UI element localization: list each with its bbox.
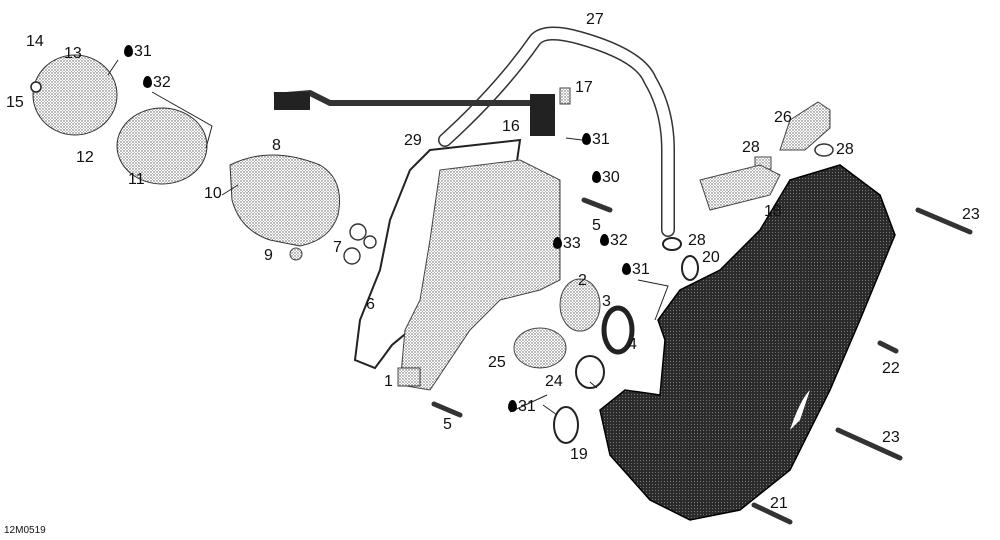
- lubricant-code: 32: [153, 74, 171, 91]
- callout-5a: 5: [443, 416, 452, 433]
- callout-4: 4: [628, 336, 637, 353]
- callout-15: 15: [6, 94, 24, 111]
- drop-icon: [143, 76, 152, 88]
- drawing-code: 12M0519: [4, 525, 46, 536]
- callout-27: 27: [586, 11, 604, 28]
- drop-icon: [124, 45, 133, 57]
- drop-icon: [600, 234, 609, 246]
- callout-10: 10: [204, 185, 222, 202]
- callout-11: 11: [128, 171, 145, 188]
- lubricant-code: 31: [632, 261, 650, 278]
- callout-29: 29: [404, 132, 422, 149]
- lubricant-marker-32: 32: [143, 75, 171, 91]
- lubricant-marker-30: 30: [592, 170, 620, 186]
- callout-13: 13: [64, 45, 82, 62]
- callout-1: 1: [384, 373, 393, 390]
- drop-icon: [622, 263, 631, 275]
- lubricant-marker-31: 31: [622, 262, 650, 278]
- callout-28a: 28: [742, 139, 760, 156]
- lubricant-marker-31: 31: [124, 44, 152, 60]
- part-13-cover: [30, 54, 118, 136]
- lubricant-marker-31: 31: [582, 132, 610, 148]
- callout-8: 8: [272, 137, 281, 154]
- lubricant-code: 31: [592, 131, 610, 148]
- callout-28b: 28: [836, 141, 854, 158]
- callout-28c: 28: [688, 232, 706, 249]
- part-16-sensor: [273, 87, 571, 136]
- part-18-cover: [599, 164, 896, 521]
- callout-25: 25: [488, 354, 506, 371]
- part-27-hose: [438, 26, 675, 237]
- callout-5b: 5: [592, 217, 601, 234]
- callout-7: 7: [333, 239, 342, 256]
- drop-icon: [582, 133, 591, 145]
- part-bolts: [431, 197, 973, 525]
- leader-lines: [107, 59, 669, 416]
- lubricant-code: 31: [134, 43, 152, 60]
- callout-18: 18: [764, 203, 782, 220]
- callout-17: 17: [575, 79, 593, 96]
- callout-12: 12: [76, 149, 94, 166]
- callout-26: 26: [774, 109, 792, 126]
- lubricant-code: 30: [602, 169, 620, 186]
- drop-icon: [592, 171, 601, 183]
- callout-21: 21: [770, 495, 788, 512]
- lubricant-code: 31: [518, 398, 536, 415]
- part-15-plug: [30, 81, 42, 93]
- drop-icon: [508, 400, 517, 412]
- part-2-bearing: [559, 278, 635, 355]
- callout-20: 20: [702, 249, 720, 266]
- callout-6: 6: [366, 296, 375, 313]
- callout-9: 9: [264, 247, 273, 264]
- callout-23a: 23: [962, 206, 980, 223]
- callout-2: 2: [578, 272, 587, 289]
- callout-16: 16: [502, 118, 520, 135]
- part-26-fitting: [699, 101, 834, 211]
- callout-14: 14: [26, 33, 44, 50]
- part-1-case: [397, 159, 561, 391]
- part-25-cap: [513, 327, 567, 369]
- drop-icon: [553, 237, 562, 249]
- callout-23b: 23: [882, 429, 900, 446]
- callout-19: 19: [570, 446, 588, 463]
- part-rings: [553, 237, 699, 444]
- part-7-o-rings: [343, 223, 377, 265]
- lubricant-marker-31: 31: [508, 399, 536, 415]
- lubricant-code: 32: [610, 232, 628, 249]
- callout-24: 24: [545, 373, 563, 390]
- lubricant-code: 33: [563, 235, 581, 252]
- callout-3: 3: [602, 293, 611, 310]
- callout-22: 22: [882, 360, 900, 377]
- lubricant-marker-32: 32: [600, 233, 628, 249]
- lubricant-marker-33: 33: [553, 236, 581, 252]
- part-8-housing: [229, 154, 340, 261]
